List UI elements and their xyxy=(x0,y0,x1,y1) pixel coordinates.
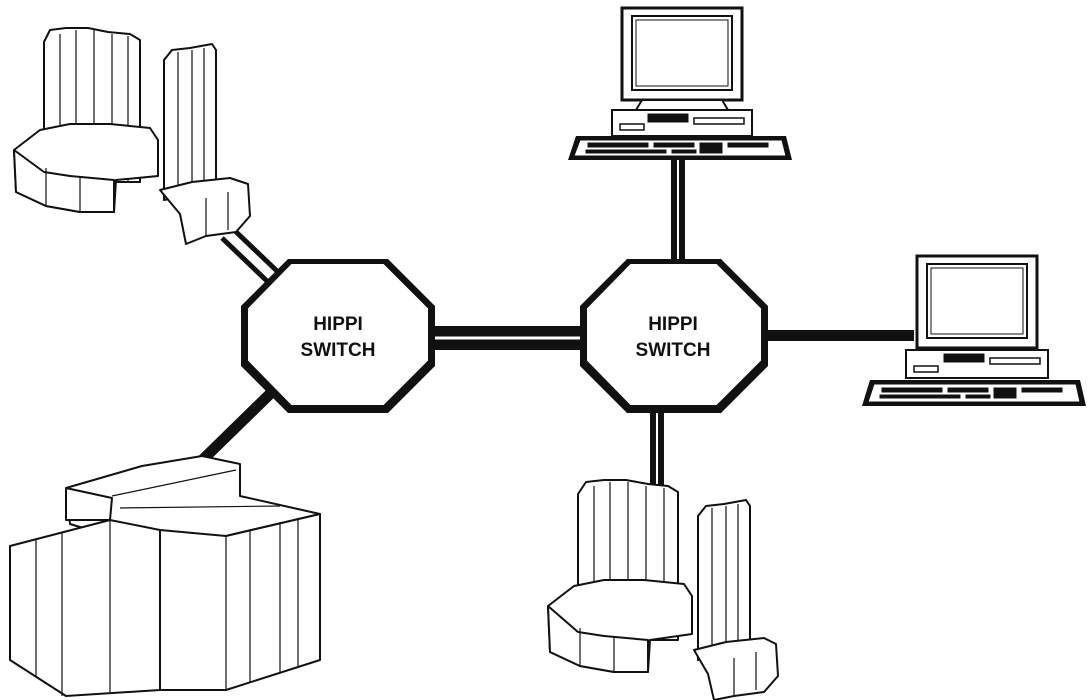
supercomputer-icon xyxy=(547,479,779,700)
hippi-switch-left: HIPPI SWITCH xyxy=(241,259,435,413)
link-switch1-switch2 xyxy=(430,326,585,350)
workstation-system-unit xyxy=(611,109,753,137)
link-switch2-workstation-top xyxy=(671,160,685,262)
supercomputer-bench xyxy=(547,579,693,673)
workstation-keyboard xyxy=(862,380,1086,406)
link-switch2-workstation-right xyxy=(764,330,914,341)
switch-left-label-line2: SWITCH xyxy=(301,340,376,361)
switch-right-label-line2: SWITCH xyxy=(636,340,711,361)
switch-right-label-line1: HIPPI xyxy=(648,314,698,335)
mpp-supercomputer-icon xyxy=(9,455,321,697)
hippi-switch-right: HIPPI SWITCH xyxy=(580,259,768,413)
link-switch2-supercomputer-b xyxy=(650,410,664,495)
workstation-icon xyxy=(568,6,792,160)
supercomputer-icon xyxy=(13,27,251,245)
workstation-keyboard xyxy=(568,136,792,160)
switch-left-label-line1: HIPPI xyxy=(313,314,363,335)
link-switch1-supercomputer-a xyxy=(220,226,280,284)
supercomputer-bench xyxy=(13,123,159,213)
workstation-system-unit xyxy=(905,349,1049,379)
network-links xyxy=(184,160,914,495)
workstation-icon xyxy=(862,254,1086,406)
workstation-monitor xyxy=(915,254,1039,359)
supercomputer-second-tower xyxy=(693,499,779,700)
workstation-monitor xyxy=(620,6,744,111)
supercomputer-second-tower xyxy=(159,43,251,245)
